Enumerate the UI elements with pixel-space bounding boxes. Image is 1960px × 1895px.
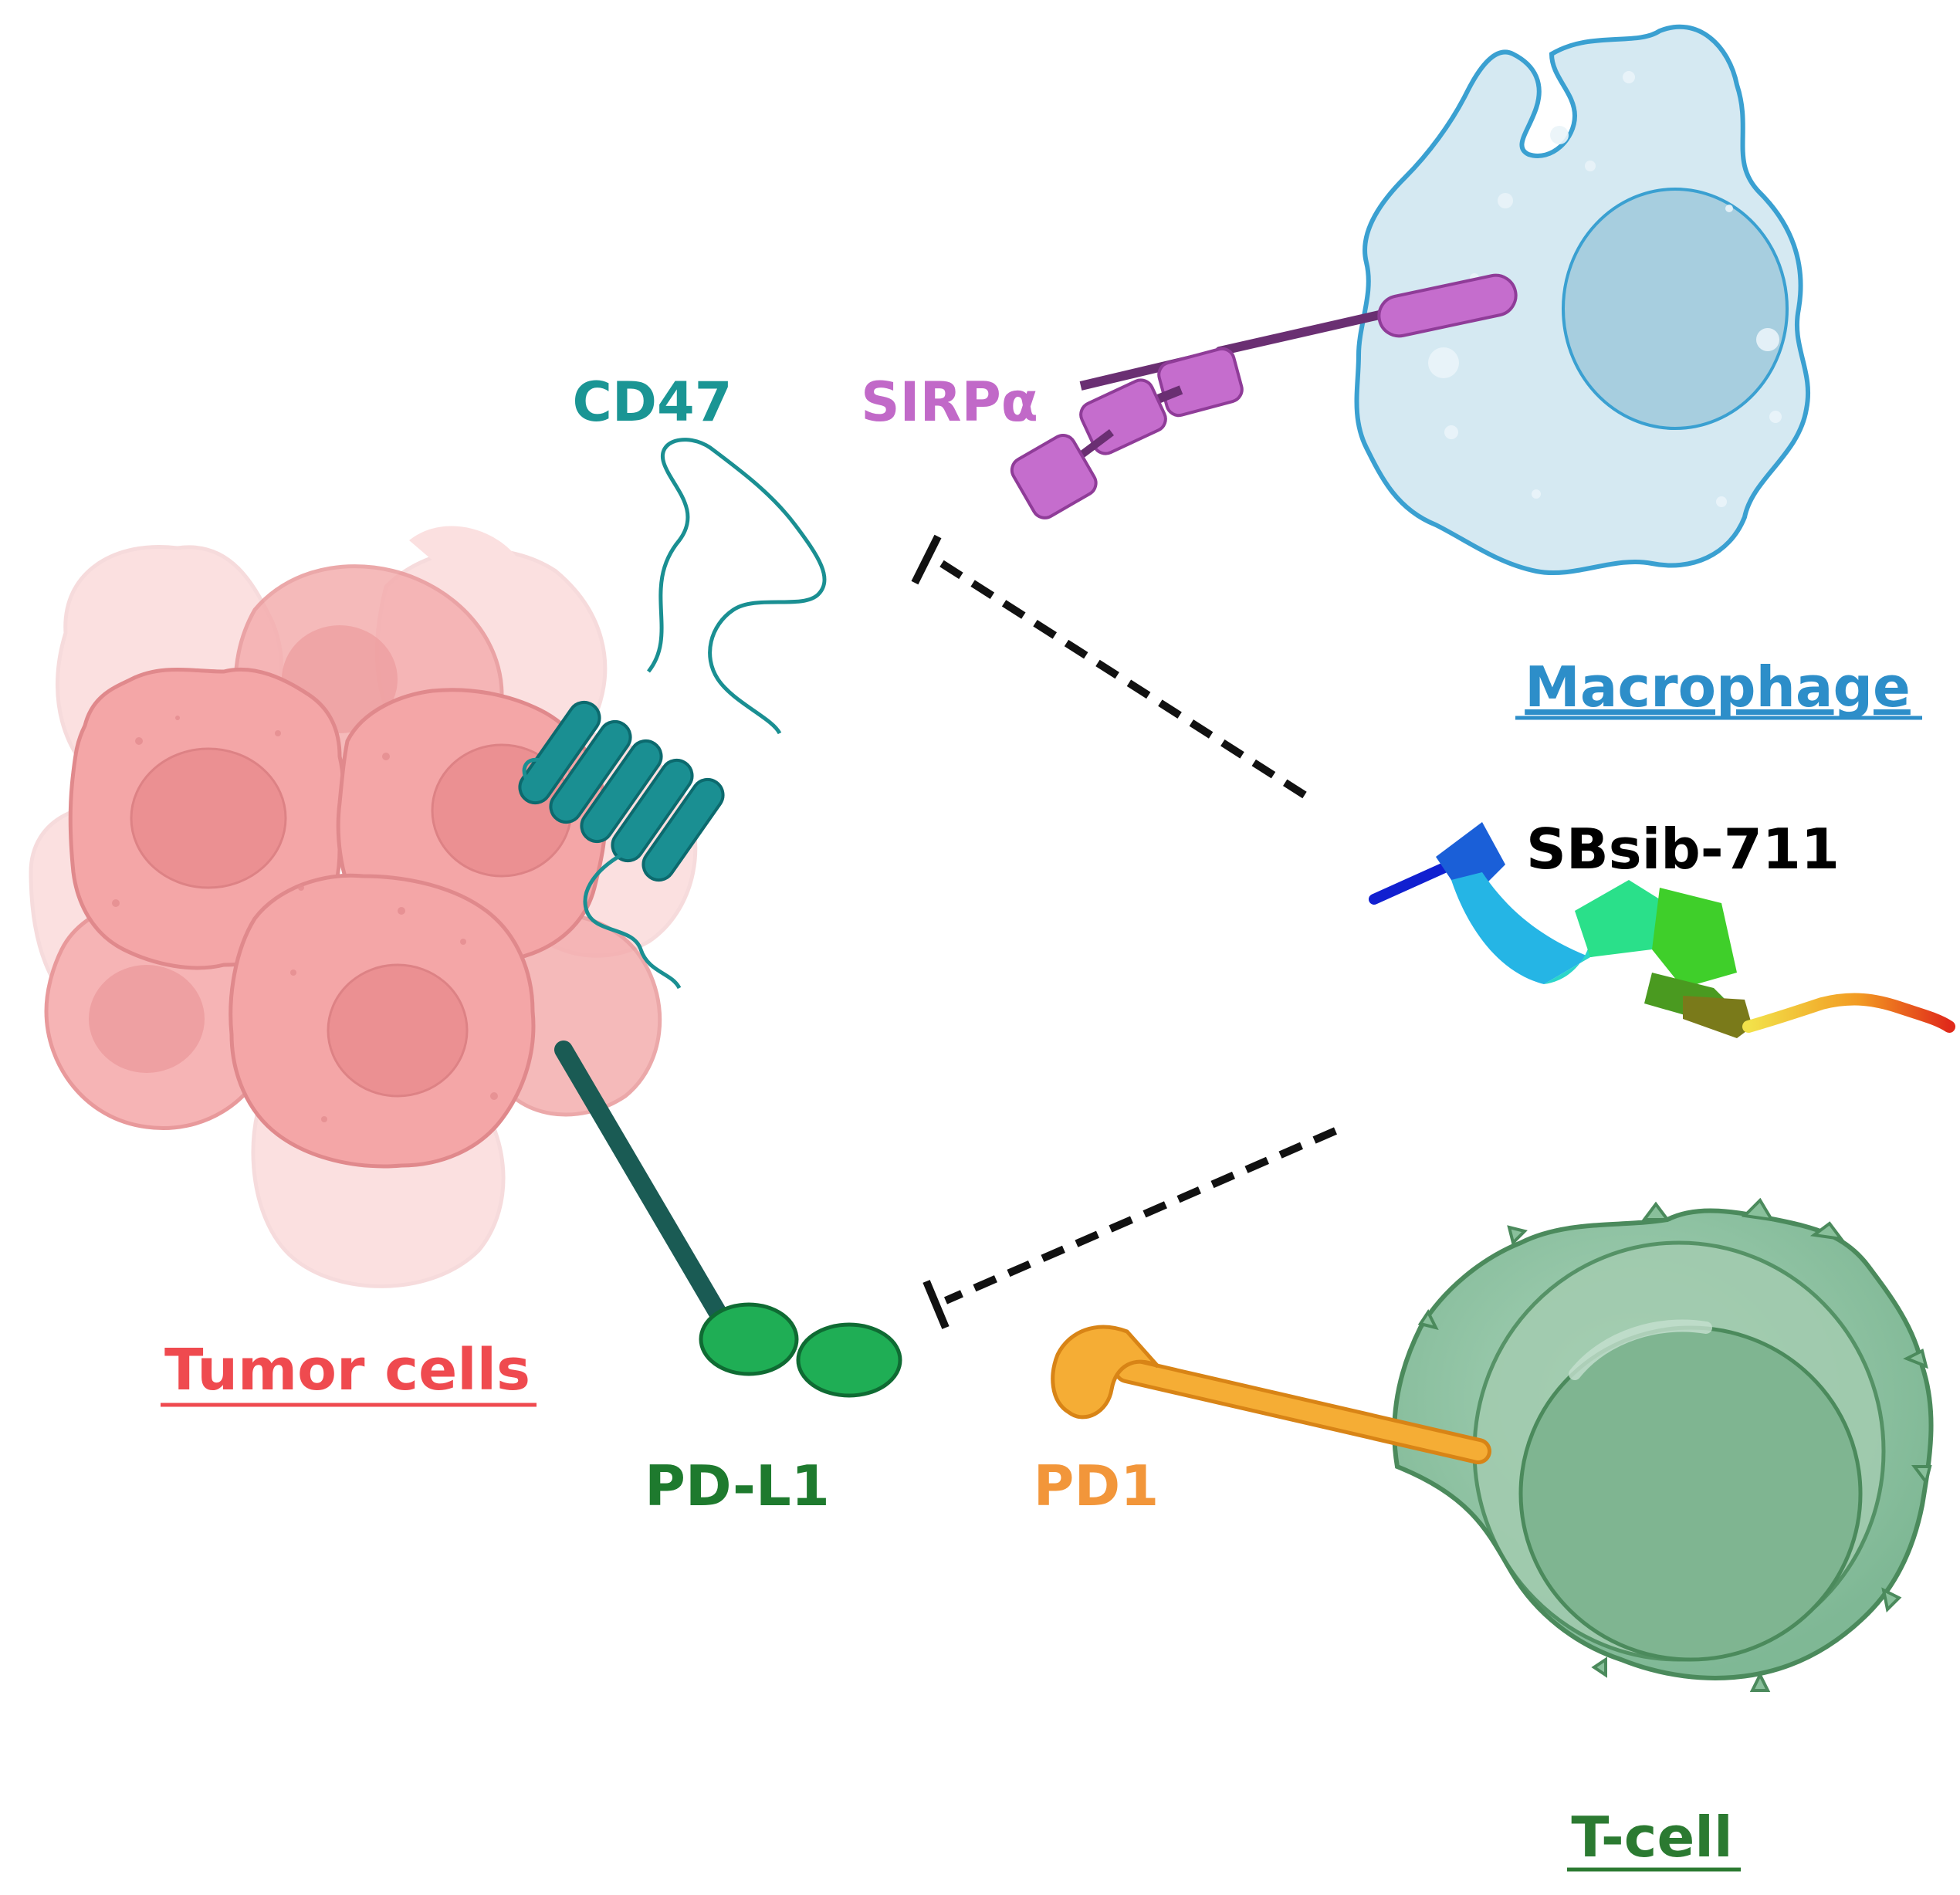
t-cell-illustration <box>1386 1197 1934 1692</box>
tumor-cells-illustration <box>29 526 698 1288</box>
pd1-label: PD1 <box>1034 1453 1159 1518</box>
sbsib-711-peptide-ribbon-icon <box>1369 822 1955 1038</box>
sbsib-711-label: SBsib-711 <box>1526 817 1840 882</box>
macrophage-illustration <box>1354 24 1811 576</box>
inhibition-line-pdl1-pd1 <box>922 1127 1337 1329</box>
pdl1-ligand-icon <box>554 1041 902 1398</box>
t-cell-label: T-cell <box>1571 1805 1732 1870</box>
cd47-receptor-icon <box>518 438 827 990</box>
macrophage-label: Macrophage <box>1525 655 1911 719</box>
pdl1-label: PD-L1 <box>645 1453 830 1518</box>
sirpa-receptor-icon <box>1010 273 1518 519</box>
cd47-label: CD47 <box>573 371 733 434</box>
tumor-cells-label: Tumor cells <box>164 1337 530 1403</box>
sirpa-label: SIRPα <box>861 371 1038 434</box>
pd1-receptor-icon <box>1051 1325 1491 1464</box>
inhibition-line-cd47-sirpa <box>911 534 1307 799</box>
